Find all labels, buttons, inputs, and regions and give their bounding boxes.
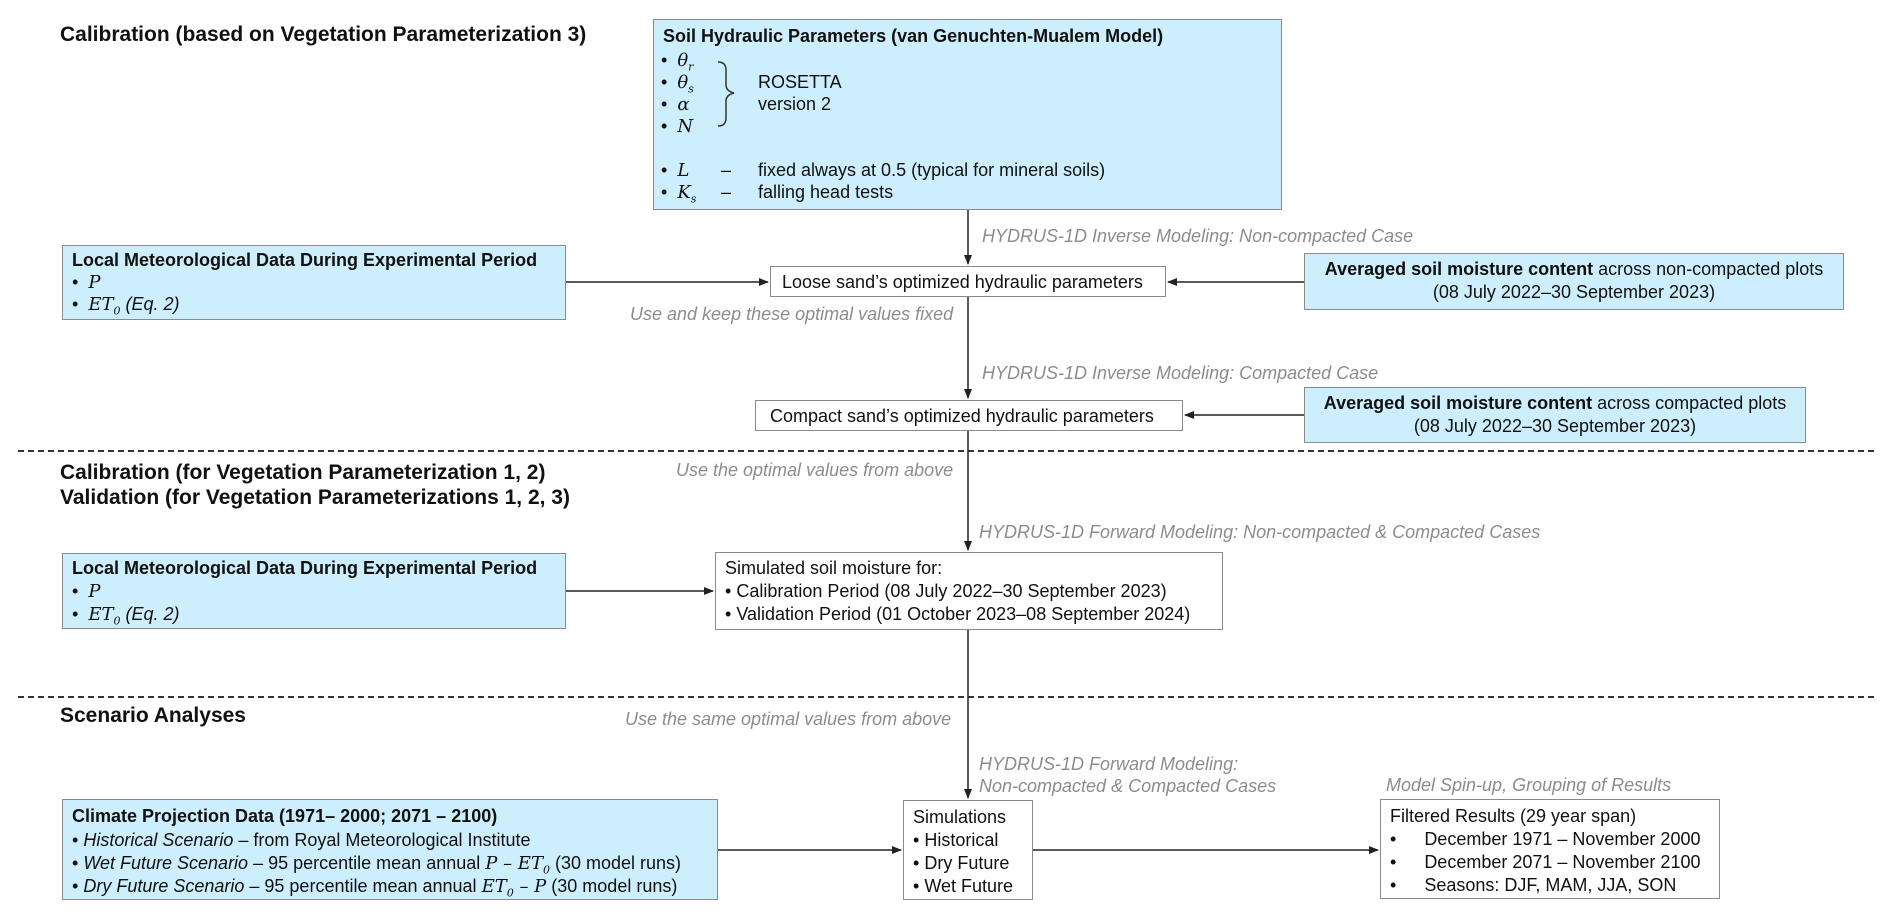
filtered-item: •Seasons: DJF, MAM, JJA, SON bbox=[1390, 875, 1677, 895]
caption-forward-both: HYDRUS-1D Forward Modeling: Non-compacte… bbox=[979, 522, 1541, 542]
averaged-moisture-compacted-box: Averaged soil moisture content across co… bbox=[1304, 387, 1806, 443]
caption-same-optimal: Use the same optimal values from above bbox=[625, 709, 952, 729]
simulation-item: • Historical bbox=[913, 830, 999, 850]
sim-item-validation: • Validation Period (01 October 2023–08 … bbox=[725, 604, 1191, 624]
section-title-scenario: Scenario Analyses bbox=[60, 704, 246, 727]
soil-box-title: Soil Hydraulic Parameters (van Genuchten… bbox=[663, 26, 1164, 46]
param-Ks: • Ks bbox=[661, 182, 697, 206]
rosetta-version-label: version 2 bbox=[758, 94, 832, 114]
param-Ks-text: falling head tests bbox=[758, 182, 894, 202]
dash-label: – bbox=[721, 182, 732, 202]
brace-icon bbox=[717, 61, 735, 127]
rosetta-label: ROSETTA bbox=[758, 72, 842, 92]
section-divider bbox=[18, 696, 1874, 698]
met-item-p: • P bbox=[72, 581, 101, 602]
caption-forward-line2: Non-compacted & Compacted Cases bbox=[979, 776, 1277, 796]
met-item-p: • P bbox=[72, 272, 101, 293]
param-item: • N bbox=[661, 116, 694, 137]
compact-sand-parameters-box: Compact sand’s optimized hydraulic param… bbox=[755, 400, 1183, 431]
meteorological-data-box: Local Meteorological Data During Experim… bbox=[62, 245, 566, 320]
section-title-validation: Validation (for Vegetation Parameterizat… bbox=[60, 486, 570, 509]
avg-c-line1: Averaged soil moisture content across co… bbox=[1323, 393, 1787, 413]
simulated-soil-moisture-box: Simulated soil moisture for: • Calibrati… bbox=[715, 552, 1223, 630]
soil-hydraulic-parameters-box: Soil Hydraulic Parameters (van Genuchten… bbox=[653, 19, 1282, 210]
climate-item-historical: • Historical Scenario – from Royal Meteo… bbox=[72, 830, 531, 850]
param-L: • L bbox=[661, 160, 690, 181]
filtered-item: •December 1971 – November 2000 bbox=[1390, 829, 1701, 849]
section-divider bbox=[18, 450, 1874, 452]
met-box-title: Local Meteorological Data During Experim… bbox=[72, 250, 538, 270]
caption-keep-fixed: Use and keep these optimal values fixed bbox=[630, 304, 954, 324]
climate-projection-box: Climate Projection Data (1971– 2000; 207… bbox=[62, 799, 718, 900]
averaged-moisture-noncompacted-box: Averaged soil moisture content across no… bbox=[1304, 253, 1844, 310]
avg-c-dates: (08 July 2022–30 September 2023) bbox=[1413, 416, 1697, 436]
met-box-title: Local Meteorological Data During Experim… bbox=[72, 558, 538, 578]
caption-optimal-above: Use the optimal values from above bbox=[676, 460, 954, 480]
caption-inverse-noncompacted: HYDRUS-1D Inverse Modeling: Non-compacte… bbox=[982, 226, 1414, 246]
met-item-et0: • ET0 (Eq. 2) bbox=[72, 604, 180, 628]
filtered-results-box: Filtered Results (29 year span) •Decembe… bbox=[1380, 799, 1720, 899]
simulation-item: • Dry Future bbox=[913, 853, 1010, 873]
simulations-box: Simulations • Historical • Dry Future • … bbox=[903, 800, 1033, 900]
param-item: • θs bbox=[661, 72, 694, 96]
caption-forward-line1: HYDRUS-1D Forward Modeling: bbox=[979, 754, 1239, 774]
sim-box-title: Simulated soil moisture for: bbox=[725, 558, 943, 578]
param-L-text: fixed always at 0.5 (typical for mineral… bbox=[758, 160, 1106, 180]
loose-sand-parameters-box: Loose sand’s optimized hydraulic paramet… bbox=[770, 266, 1166, 297]
meteorological-data-box-validation: Local Meteorological Data During Experim… bbox=[62, 553, 566, 629]
section-title-calibration-vp3: Calibration (based on Vegetation Paramet… bbox=[60, 23, 587, 46]
caption-spinup: Model Spin-up, Grouping of Results bbox=[1386, 775, 1672, 795]
met-item-et0: • ET0 (Eq. 2) bbox=[72, 294, 180, 318]
climate-box-title: Climate Projection Data (1971– 2000; 207… bbox=[72, 806, 498, 826]
avg-nc-line1: Averaged soil moisture content across no… bbox=[1324, 259, 1824, 279]
simulations-title: Simulations bbox=[913, 807, 1007, 827]
param-item: • α bbox=[661, 94, 690, 115]
param-item: • θr bbox=[661, 50, 694, 74]
filtered-title: Filtered Results (29 year span) bbox=[1390, 806, 1637, 826]
dash-label: – bbox=[721, 160, 732, 180]
filtered-item: •December 2071 – November 2100 bbox=[1390, 852, 1701, 872]
climate-item-dry: • Dry Future Scenario – 95 percentile me… bbox=[72, 876, 678, 900]
loose-sand-label: Loose sand’s optimized hydraulic paramet… bbox=[782, 272, 1143, 292]
avg-nc-dates: (08 July 2022–30 September 2023) bbox=[1432, 282, 1716, 302]
caption-inverse-compacted: HYDRUS-1D Inverse Modeling: Compacted Ca… bbox=[982, 363, 1379, 383]
climate-item-wet: • Wet Future Scenario – 95 percentile me… bbox=[72, 853, 682, 877]
section-title-calibration-vp12: Calibration (for Vegetation Parameteriza… bbox=[60, 461, 546, 484]
compact-sand-label: Compact sand’s optimized hydraulic param… bbox=[770, 406, 1154, 426]
sim-item-calibration: • Calibration Period (08 July 2022–30 Se… bbox=[725, 581, 1167, 601]
simulation-item: • Wet Future bbox=[913, 876, 1014, 896]
